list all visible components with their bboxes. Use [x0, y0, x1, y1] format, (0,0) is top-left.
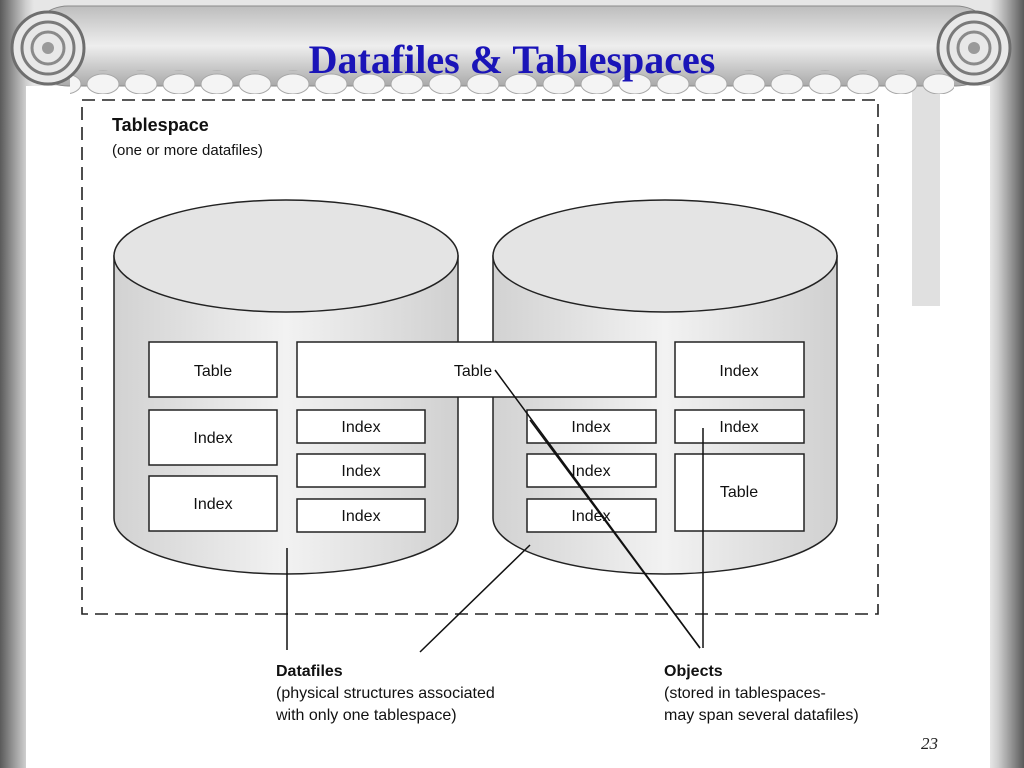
object-index-label: Index: [719, 419, 758, 436]
tablespace-subtitle: (one or more datafiles): [112, 142, 263, 159]
object-table-box: [674, 453, 805, 532]
object-table-label: Table: [720, 484, 758, 501]
object-index-label: Index: [571, 419, 610, 436]
object-index-box: [526, 409, 657, 444]
object-index-label: Index: [719, 363, 758, 380]
object-index-label: Index: [341, 463, 380, 480]
datafiles-callout-title: Datafiles: [276, 663, 343, 680]
object-index-label: Index: [571, 508, 610, 525]
panel-edge-shade: [912, 86, 940, 306]
datafiles-callout-line: (physical structures associated: [276, 685, 495, 702]
objects-leader-line: [529, 419, 701, 649]
object-index-label: Index: [193, 430, 232, 447]
objects-callout-line: (stored in tablespaces-: [664, 685, 826, 702]
object-index-box: [674, 341, 805, 398]
tablespace-boundary: [81, 99, 879, 615]
left-volute-icon: [10, 10, 86, 86]
object-index-box: [148, 409, 278, 466]
right-volute-icon: [936, 10, 1012, 86]
object-index-box: [674, 409, 805, 444]
object-index-box: [296, 453, 426, 488]
object-index-label: Index: [193, 496, 232, 513]
objects-callout-title: Objects: [664, 663, 723, 680]
object-index-box: [148, 475, 278, 532]
object-index-box: [296, 409, 426, 444]
page-number: 23: [921, 734, 938, 753]
object-index-label: Index: [571, 463, 610, 480]
object-index-label: Index: [341, 419, 380, 436]
spanning-table-box: [296, 341, 657, 398]
datafiles-leader-line: [419, 544, 531, 653]
object-index-box: [526, 498, 657, 533]
object-index-box: [296, 498, 426, 533]
datafiles-callout-line: with only one tablespace): [275, 707, 457, 724]
spanning-table-label: Table: [454, 363, 492, 380]
tablespace-title: Tablespace: [112, 115, 209, 135]
object-table-box: [148, 341, 278, 398]
object-index-box: [526, 453, 657, 488]
slide-title: Datafiles & Tablespaces: [308, 37, 716, 82]
object-index-label: Index: [341, 508, 380, 525]
objects-callout-line: may span several datafiles): [664, 707, 859, 724]
object-table-label: Table: [194, 363, 232, 380]
